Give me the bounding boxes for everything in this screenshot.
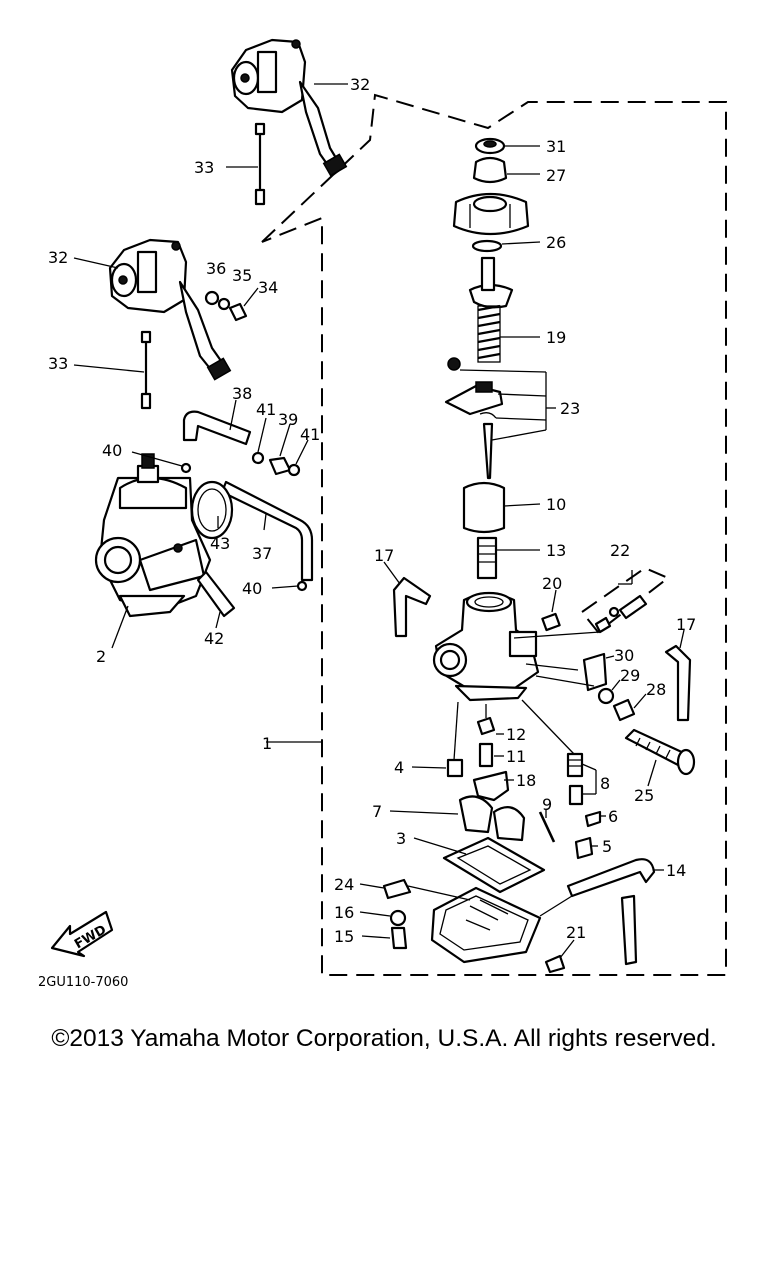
hose-37 (220, 480, 314, 582)
main-jet-4 (446, 758, 464, 778)
float-valve-8 (566, 752, 584, 806)
callout-29: 29 (620, 666, 640, 685)
callout-30: 30 (614, 646, 634, 665)
callout-35: 35 (232, 266, 252, 285)
overflow-hose-14 (566, 858, 656, 898)
baffle-18 (472, 770, 510, 802)
callout-42: 42 (204, 629, 224, 648)
callout-11: 11 (506, 747, 526, 766)
bracket-24 (382, 878, 412, 900)
callout-8: 8 (600, 774, 610, 793)
carburetor-assembly (94, 453, 212, 618)
screw-28 (612, 698, 636, 722)
cable-adjuster-lower (140, 330, 152, 410)
callout-12: 12 (506, 725, 526, 744)
gasket-3 (442, 836, 546, 894)
drain-bolt-21 (544, 954, 566, 974)
callout-18: 18 (516, 771, 536, 790)
callout-3: 3 (396, 829, 406, 848)
callout-10: 10 (546, 495, 566, 514)
callout-41-right: 41 (300, 425, 320, 444)
callout-41-left: 41 (256, 400, 276, 419)
callout-1: 1 (262, 734, 272, 753)
callout-4: 4 (394, 758, 404, 777)
callout-34: 34 (258, 278, 278, 297)
washer-16 (389, 909, 407, 927)
needle-set-23 (444, 357, 504, 480)
hose-38 (182, 410, 252, 446)
needle-jet-13 (476, 536, 498, 580)
callout-23: 23 (560, 399, 580, 418)
fitting-39 (268, 456, 292, 476)
drain-screw-5 (574, 836, 594, 860)
throttle-case-lower (108, 238, 232, 381)
callout-39: 39 (278, 410, 298, 429)
callout-33-lower: 33 (48, 354, 68, 373)
callout-16: 16 (334, 903, 354, 922)
copyright-notice: ©2013 Yamaha Motor Corporation, U.S.A. A… (51, 1025, 717, 1052)
callout-6: 6 (608, 807, 618, 826)
pilot-jet-11 (478, 742, 494, 768)
callout-28: 28 (646, 680, 666, 699)
callout-20: 20 (542, 574, 562, 593)
clip-41b (287, 463, 301, 477)
screw-15 (390, 926, 408, 950)
callout-32-lower: 32 (48, 248, 68, 267)
washer-29 (597, 687, 615, 705)
float-arm-6 (584, 810, 602, 828)
oring-40a (180, 462, 192, 474)
drawing-code: 2GU110-7060 (38, 975, 128, 990)
throttle-valve-10 (462, 481, 506, 534)
callout-40-bottom: 40 (242, 579, 262, 598)
cap-27 (472, 156, 508, 184)
callout-7: 7 (372, 802, 382, 821)
assembly-frame (261, 93, 727, 976)
washer-12 (476, 716, 496, 736)
callout-40-top: 40 (102, 441, 122, 460)
callout-32-upper: 32 (350, 75, 370, 94)
callout-17-right: 17 (676, 615, 696, 634)
exploded-parts-diagram: FWD 32 33 32 33 36 35 34 38 41 39 41 40 … (38, 38, 727, 990)
float-7 (458, 795, 526, 842)
float-pin-9 (538, 811, 556, 843)
clip-41a (251, 451, 265, 465)
oring-26 (471, 239, 503, 253)
cable-guide (468, 256, 514, 309)
callout-2: 2 (96, 647, 106, 666)
fwd-arrow-icon: FWD (50, 910, 114, 958)
float-chamber (430, 886, 542, 964)
callout-17-left: 17 (374, 546, 394, 565)
callout-37: 37 (252, 544, 272, 563)
throttle-case-upper (230, 38, 348, 177)
vent-hose-17a (392, 576, 432, 638)
callout-21: 21 (566, 923, 586, 942)
pilot-screw-20 (541, 612, 561, 632)
callout-15: 15 (334, 927, 354, 946)
hose-42 (196, 570, 236, 618)
callout-36: 36 (206, 259, 226, 278)
lever-30 (582, 652, 608, 692)
callout-31: 31 (546, 137, 566, 156)
carburetor-body (432, 591, 540, 702)
callout-14: 14 (666, 861, 686, 880)
callout-24: 24 (334, 875, 354, 894)
callout-26: 26 (546, 233, 566, 252)
callout-13: 13 (546, 541, 566, 560)
callout-25: 25 (634, 786, 654, 805)
oring-40b (296, 580, 308, 592)
part-22-bracket (580, 566, 670, 634)
spring-19 (477, 304, 501, 360)
callout-27: 27 (546, 166, 566, 185)
callout-38: 38 (232, 384, 252, 403)
callout-43: 43 (210, 534, 230, 553)
cap-fasteners (204, 290, 248, 322)
callout-22: 22 (610, 541, 630, 560)
callout-5: 5 (602, 837, 612, 856)
callout-19: 19 (546, 328, 566, 347)
air-screw-22 (594, 594, 648, 634)
callout-9: 9 (542, 795, 552, 814)
vent-hose-17b (664, 644, 692, 722)
cable-adjuster-upper (254, 122, 266, 206)
callout-33-upper: 33 (194, 158, 214, 177)
